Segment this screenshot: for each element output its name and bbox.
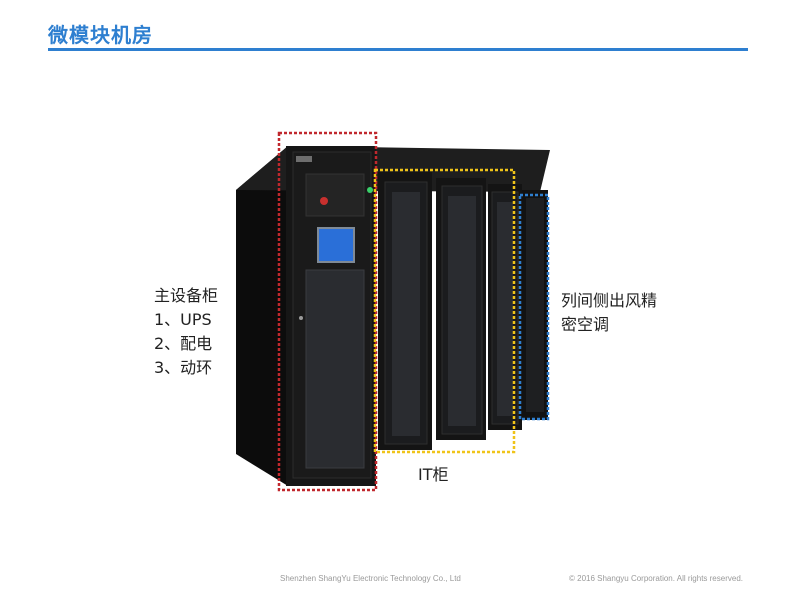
slide-title: 微模块机房: [48, 23, 153, 47]
logo-badge: [296, 156, 312, 162]
main-cabinet-label-line: 主设备柜: [154, 286, 219, 305]
main-door-glass: [305, 269, 365, 469]
side-ac-label-line: 密空调: [561, 315, 610, 334]
control-panel: [305, 173, 365, 217]
it-cabinet-3-glass: [497, 202, 513, 416]
lcd-screen: [317, 227, 355, 263]
footer-copyright: © 2016 Shangyu Corporation. All rights r…: [569, 574, 743, 583]
it-cabinet-label: IT柜: [418, 465, 449, 484]
title-underline: [48, 48, 748, 51]
emergency-button-icon: [320, 197, 328, 205]
status-led-icon: [367, 187, 373, 193]
cabinet-side-panel: [236, 146, 288, 486]
main-cabinet-label-line: 1、UPS: [154, 310, 212, 329]
side-ac-label-line: 列间侧出风精: [561, 291, 658, 310]
it-cabinet-1-glass: [392, 192, 420, 436]
main-cabinet-label: 主设备柜 1、UPS 2、配电 3、动环: [154, 284, 218, 380]
it-cabinet-highlight-box: [373, 168, 516, 454]
ac-highlight-box: [518, 193, 550, 421]
footer-company: Shenzhen ShangYu Electronic Technology C…: [280, 574, 461, 583]
door-handle-icon: [299, 316, 303, 320]
precision-ac-panel: [526, 198, 544, 412]
main-cabinet-label-line: 2、配电: [154, 334, 213, 353]
side-ac-label: 列间侧出风精 密空调: [561, 289, 657, 337]
main-cabinet-label-line: 3、动环: [154, 358, 213, 377]
it-cabinet-2-glass: [448, 196, 476, 426]
